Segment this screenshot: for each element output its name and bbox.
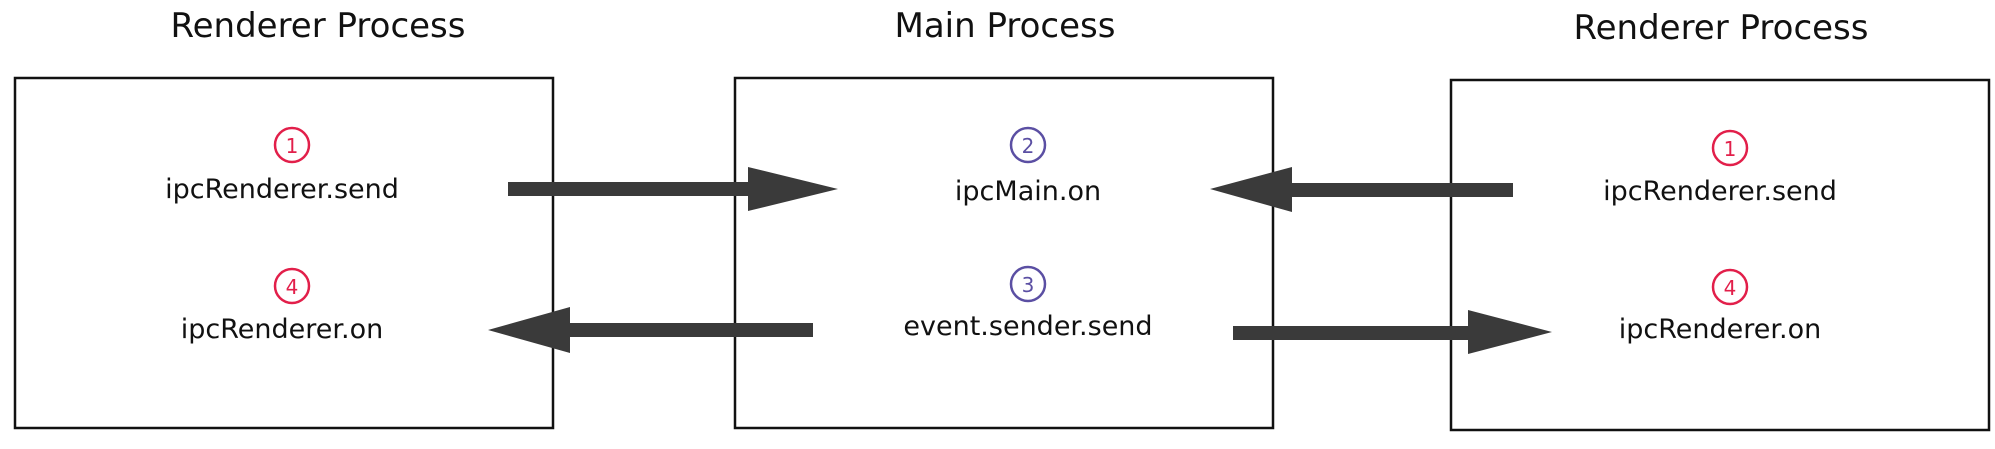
arrow-main-to-left-shaft <box>555 323 813 337</box>
main-step-3-number: 3 <box>1022 273 1035 297</box>
left-ipcrenderer-on-label: ipcRenderer.on <box>181 314 383 345</box>
right-process-title: Renderer Process <box>1574 8 1869 48</box>
arrow-right-to-main-shaft <box>1280 183 1513 197</box>
left-step-4-number: 4 <box>286 275 299 299</box>
main-event-sender-send-label: event.sender.send <box>903 311 1152 342</box>
right-ipcrenderer-on-label: ipcRenderer.on <box>1619 314 1821 345</box>
left-ipcrenderer-send-label: ipcRenderer.send <box>165 174 399 205</box>
main-process-title: Main Process <box>895 6 1116 46</box>
right-renderer-box <box>1449 78 1991 432</box>
arrow-left-to-main-head <box>748 167 838 211</box>
left-process-title: Renderer Process <box>171 6 466 46</box>
arrow-left-to-main-shaft <box>508 182 758 196</box>
right-step-4-badge <box>1711 268 1749 306</box>
main-step-2-badge <box>1009 126 1047 164</box>
left-renderer-box <box>13 76 555 430</box>
arrow-main-to-left-head <box>488 307 570 353</box>
right-step-4-number: 4 <box>1724 276 1737 300</box>
left-step-4-badge <box>273 267 311 305</box>
main-step-3-badge <box>1009 265 1047 303</box>
left-step-1-number: 1 <box>286 134 299 158</box>
right-step-1-badge <box>1711 129 1749 167</box>
arrow-main-to-right-head <box>1468 310 1552 354</box>
left-step-1-badge <box>273 126 311 164</box>
main-step-2-number: 2 <box>1022 134 1035 158</box>
main-process-box <box>733 76 1275 430</box>
arrow-right-to-main-head <box>1210 167 1292 212</box>
main-ipcmain-on-label: ipcMain.on <box>955 176 1101 207</box>
arrow-main-to-right-shaft <box>1233 326 1478 340</box>
right-ipcrenderer-send-label: ipcRenderer.send <box>1603 176 1837 207</box>
right-step-1-number: 1 <box>1724 137 1737 161</box>
